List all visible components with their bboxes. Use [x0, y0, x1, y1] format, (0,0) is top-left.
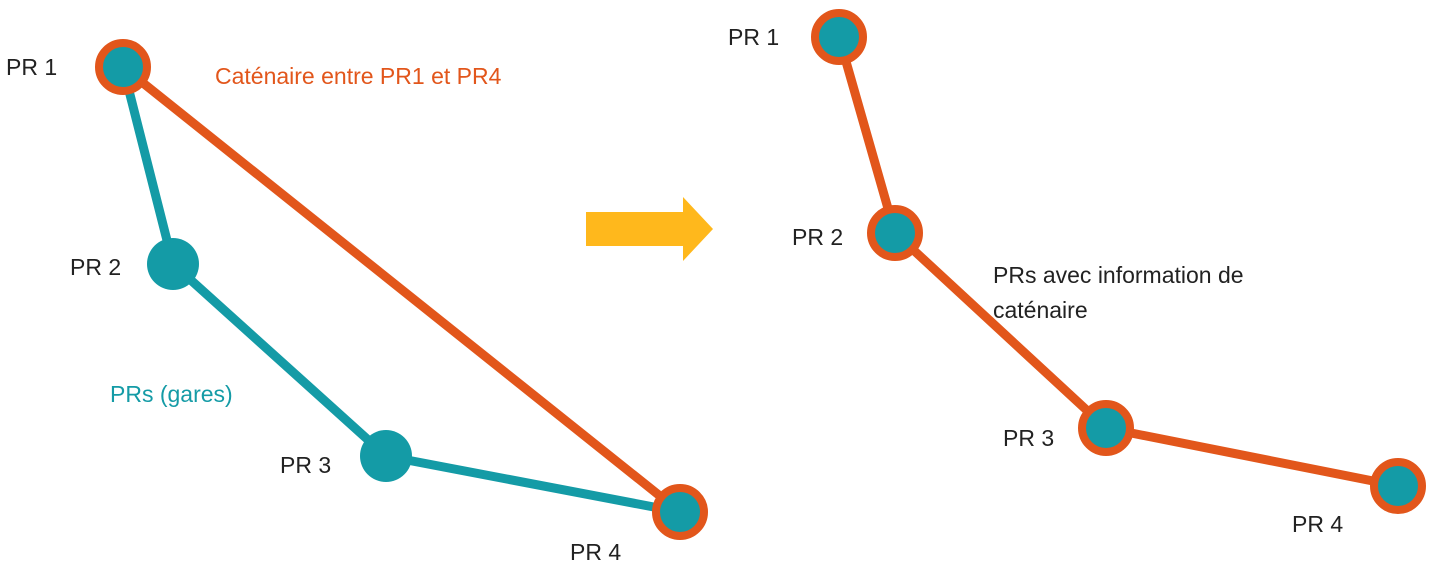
node-pr2	[867, 205, 923, 261]
node-label-pr2: PR 2	[70, 254, 121, 280]
catenary-line-pr1-pr4	[118, 62, 685, 517]
node-label-pr3: PR 3	[1003, 425, 1054, 451]
after-panel: PR 1 PR 2 PR 3 PR 4 PRs avec information…	[728, 9, 1426, 537]
node-label-pr3: PR 3	[280, 452, 331, 478]
node-label-pr1: PR 1	[6, 54, 57, 80]
node-pr2	[147, 238, 199, 290]
catenary-path	[834, 32, 1403, 491]
before-panel: PR 1 PR 2 PR 3 PR 4 Caténaire entre PR1 …	[6, 39, 708, 565]
node-label-pr2: PR 2	[792, 224, 843, 250]
description-line-2: caténaire	[993, 297, 1088, 323]
node-label-pr4: PR 4	[1292, 511, 1343, 537]
right-arrow-icon	[586, 197, 713, 261]
node-label-pr1: PR 1	[728, 24, 779, 50]
node-pr4	[652, 484, 708, 540]
node-pr1	[95, 39, 151, 95]
stations-path	[118, 62, 685, 517]
catenary-label: Caténaire entre PR1 et PR4	[215, 63, 502, 89]
node-pr4	[1370, 458, 1426, 514]
description-line-1: PRs avec information de	[993, 262, 1244, 288]
stations-label: PRs (gares)	[110, 381, 233, 407]
node-pr3	[1078, 400, 1134, 456]
node-label-pr4: PR 4	[570, 539, 621, 565]
node-pr3	[360, 430, 412, 482]
node-pr1	[811, 9, 867, 65]
